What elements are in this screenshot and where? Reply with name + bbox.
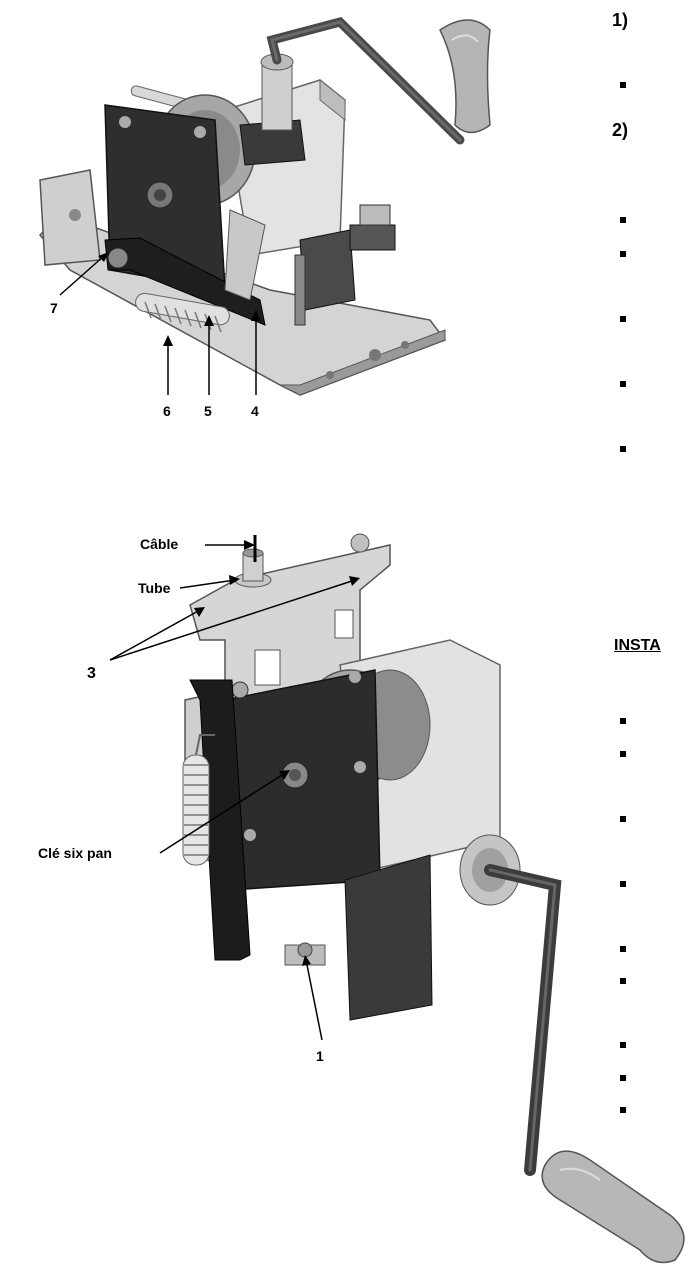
bullet [620, 316, 626, 322]
bullet [620, 718, 626, 724]
top-winch-drawing [38, 16, 491, 396]
bullet [620, 978, 626, 984]
callout-6: 6 [163, 403, 171, 419]
bottom-winch-drawing [109, 533, 685, 1264]
bullet [620, 381, 626, 387]
bullet [620, 446, 626, 452]
callout-4: 4 [251, 403, 259, 419]
bullet [620, 217, 626, 223]
bullet [620, 251, 626, 257]
bullet [620, 816, 626, 822]
step-2-heading: 2) [612, 120, 629, 140]
callout-7: 7 [50, 300, 58, 316]
callout-5: 5 [204, 403, 212, 419]
callout-3: 3 [87, 665, 96, 682]
spring [182, 734, 215, 866]
bullet [620, 1107, 626, 1113]
bullet [620, 881, 626, 887]
callout-hex-key: Clé six pan [38, 845, 112, 861]
step-1-heading: 1) [612, 10, 629, 30]
callout-tube: Tube [138, 580, 171, 596]
callout-1: 1 [316, 1048, 324, 1064]
installation-heading: INSTA [614, 637, 661, 654]
bullet [620, 1075, 626, 1081]
callout-cable: Câble [140, 536, 179, 552]
bullet [620, 82, 626, 88]
bullet [620, 1042, 626, 1048]
bullet [620, 946, 626, 952]
bullet [620, 751, 626, 757]
